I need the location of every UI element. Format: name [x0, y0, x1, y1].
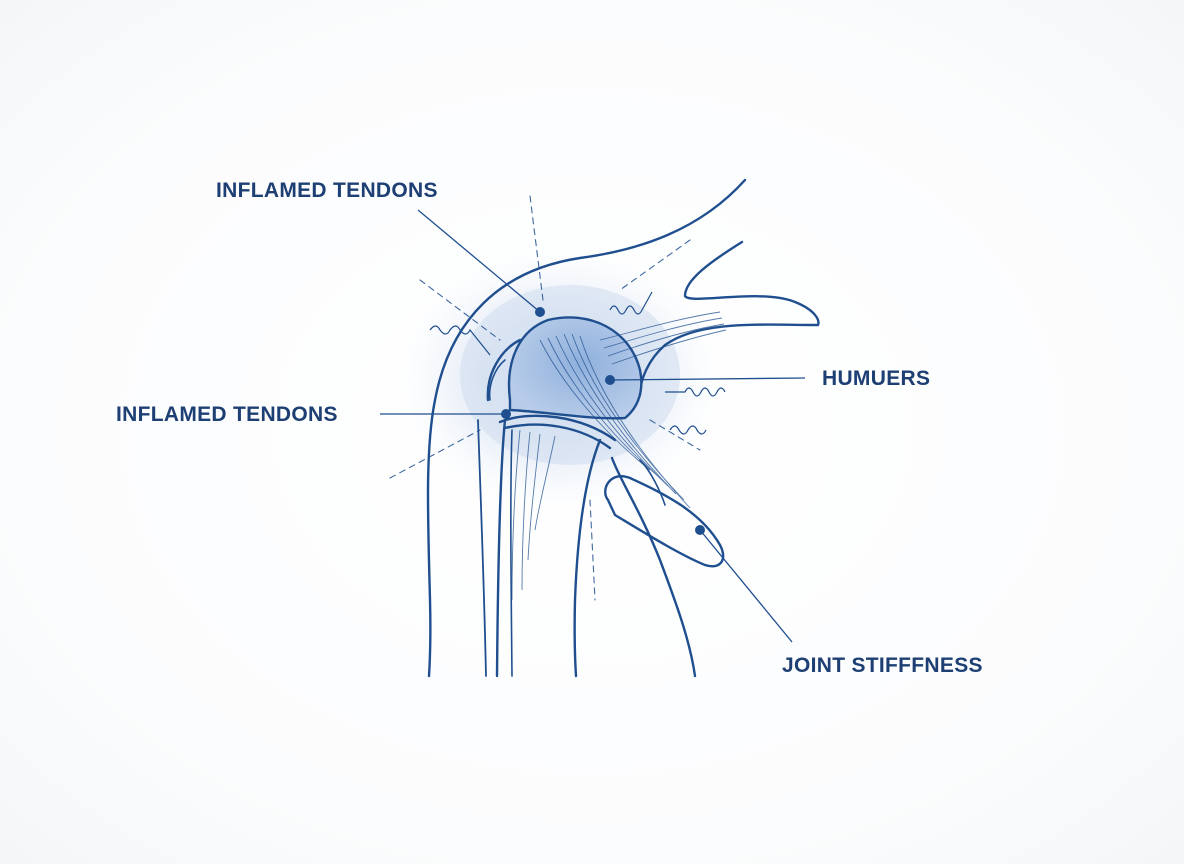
humerus-shaft-inner: [510, 429, 513, 677]
marker-dot-left-tendons: [501, 409, 511, 419]
leader-lines: [380, 209, 806, 643]
tendon-fibers: [511, 311, 727, 601]
label-inflamed-tendons-left: INFLAMED TENDONS: [116, 403, 338, 426]
label-inflamed-tendons-upper: INFLAMED TENDONS: [216, 179, 438, 202]
shoulder-outline: [426, 178, 747, 678]
label-joint-stiffness: JOINT STIFFFNESS: [782, 654, 983, 677]
humerus-shaft-left: [495, 418, 507, 678]
humerus-head: [507, 316, 643, 420]
humerus-shaft-right: [573, 438, 602, 678]
pain-squiggles: [429, 291, 726, 435]
label-humerus: HUMUERS: [822, 367, 931, 390]
radiating-dashes: [389, 195, 701, 601]
clavicle-outline: [638, 240, 820, 397]
marker-dot-upper-tendons: [535, 307, 545, 317]
glenoid-rim: [486, 338, 522, 402]
coracoid-process: [604, 475, 725, 568]
joint-surface: [498, 414, 617, 450]
marker-dot-humerus: [605, 375, 615, 385]
scapula-outline: [610, 456, 697, 678]
marker-dot-stiffness: [695, 525, 705, 535]
